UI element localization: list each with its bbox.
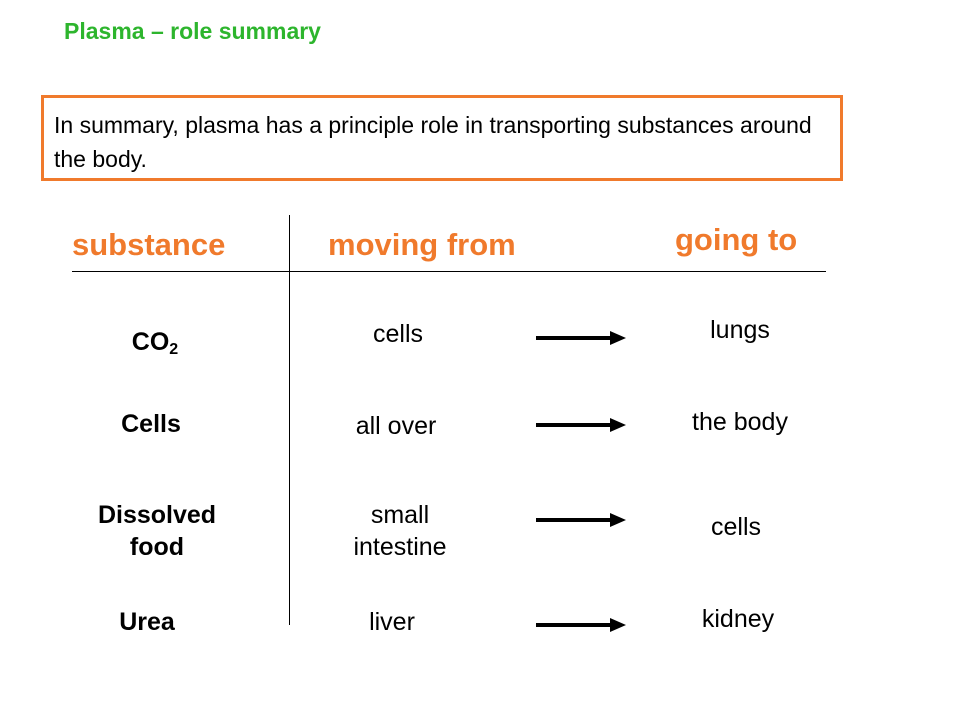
row-4-substance: Urea [119, 608, 175, 636]
column-divider [289, 215, 290, 625]
row-4-to: kidney [701, 605, 775, 633]
row-1-from: cells [372, 320, 423, 348]
arrow-right-icon [536, 331, 626, 345]
row-3-substance: Dissolved food [97, 501, 217, 561]
row-1-substance: CO2 [131, 328, 179, 358]
header-going-to: going to [675, 222, 798, 257]
row-4-from: liver [369, 608, 415, 636]
row-2-to: the body [692, 408, 788, 436]
row-2-substance: Cells [121, 410, 181, 438]
arrow-right-icon [536, 618, 626, 632]
row-2-from: all over [355, 412, 437, 440]
arrow-right-icon [536, 418, 626, 432]
summary-box: In summary, plasma has a principle role … [41, 95, 843, 181]
row-3-to: cells [710, 513, 761, 541]
header-divider [72, 271, 826, 272]
arrow-right-icon [536, 513, 626, 527]
header-moving-from: moving from [328, 227, 516, 262]
row-1-to: lungs [710, 316, 770, 344]
header-substance: substance [72, 227, 226, 262]
row-3-from: small intestine [353, 501, 447, 561]
slide-title: Plasma – role summary [64, 18, 321, 44]
row-1-substance-subscript: 2 [169, 341, 179, 358]
